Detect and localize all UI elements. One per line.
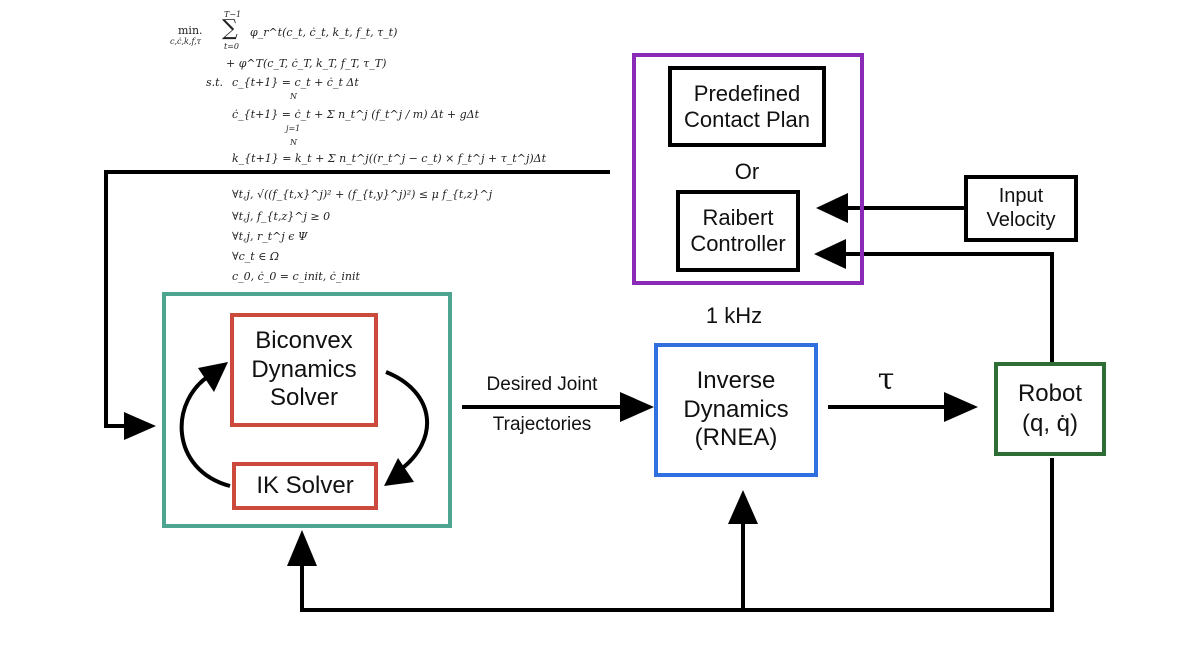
constraint-3-sum-top: N	[290, 138, 297, 147]
arrowhead-curve-left	[198, 362, 228, 392]
constraint-2-sum-bottom: j=1	[286, 124, 301, 133]
curve-left-path	[179, 372, 231, 488]
arrowhead-solver-bottom	[287, 530, 317, 566]
predefined-contact-plan-block: Predefined Contact Plan	[668, 66, 826, 147]
arrowhead-curve-right	[384, 458, 414, 486]
biconvex-solver-block: Biconvex Dynamics Solver	[230, 313, 378, 427]
constraint-5: ∀t,j, f_{t,z}^j ≥ 0	[232, 210, 331, 223]
trajectories-label: Trajectories	[492, 413, 592, 435]
robot-block: Robot (q, q̇)	[994, 362, 1106, 456]
arrowhead-robot	[944, 392, 978, 422]
robot-to-raibert-line	[842, 252, 1054, 362]
constraint-2-sum-top: N	[290, 92, 297, 101]
controller-group	[632, 53, 864, 285]
terminal-cost: + φ^T(c_T, ċ_T, k_T, f_T, τ_T)	[226, 57, 387, 70]
input-velocity-block: Input Velocity	[964, 175, 1078, 242]
bottom-feedback-line	[300, 458, 1054, 612]
objective-min: min.	[178, 24, 203, 37]
arrowhead-solver-in	[124, 412, 156, 440]
constraint-7: ∀c_t ∈ Ω	[232, 250, 279, 263]
constraint-3: k_{t+1} = k_t + Σ n_t^j((r_t^j − c_t) × …	[232, 152, 547, 165]
constraint-4: ∀t,j, √((f_{t,x}^j)² + (f_{t,y}^j)²) ≤ μ…	[232, 188, 493, 201]
inverse-dynamics-block: Inverse Dynamics (RNEA)	[654, 343, 818, 477]
raibert-controller-block: Raibert Controller	[676, 190, 800, 272]
sum-sign: ∑	[222, 16, 238, 41]
optimization-feed-line	[104, 170, 610, 428]
arrowhead-inverse-dynamics	[620, 392, 654, 422]
ik-solver-block: IK Solver	[232, 462, 378, 510]
sum-bottom: t=0	[224, 42, 240, 51]
arrowhead-raibert-feedback	[814, 239, 846, 269]
curve-right-path	[385, 370, 430, 472]
constraint-2: ċ_{t+1} = ċ_t + Σ n_t^j (f_t^j / m) Δt +…	[232, 108, 480, 121]
desired-joint-label: Desired Joint	[486, 373, 598, 395]
arrowhead-id-bottom	[728, 490, 758, 524]
or-label: Or	[734, 159, 760, 185]
planner-group	[162, 292, 452, 528]
st-label: s.t.	[206, 76, 224, 89]
running-cost: φ_r^t(c_t, ċ_t, k_t, f_t, τ_t)	[250, 26, 398, 39]
objective-vars: c,ċ,k,f,τ	[170, 37, 202, 46]
optimization-problem: min. c,ċ,k,f,τ T−1 ∑ t=0 φ_r^t(c_t, ċ_t,…	[160, 2, 620, 287]
constraint-6: ∀t,j, r_t^j ϵ Ψ	[232, 230, 308, 243]
arrowhead-raibert-input	[816, 193, 848, 223]
constraint-8: c_0, ċ_0 = c_init, ċ_init	[232, 270, 360, 283]
constraint-1: c_{t+1} = c_t + ċ_t Δt	[232, 76, 359, 89]
frequency-label: 1 kHz	[705, 303, 763, 329]
sum-top: T−1	[224, 10, 242, 19]
tau-label: τ	[877, 362, 895, 398]
